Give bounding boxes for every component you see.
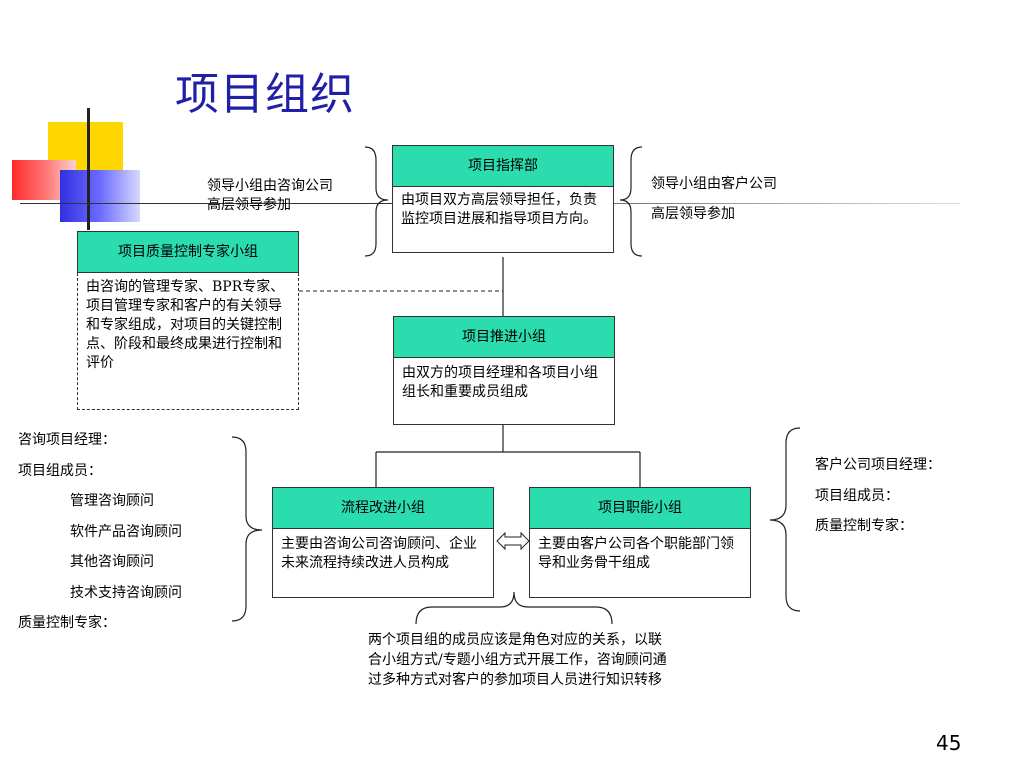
decorative-vertical-line (87, 108, 90, 230)
node-promotion-group: 项目推进小组 由双方的项目经理和各项目小组组长和重要成员组成 (393, 316, 615, 425)
list-item: 项目组成员： (18, 462, 102, 479)
list-item: 其他咨询顾问 (70, 554, 154, 570)
node-header: 流程改进小组 (272, 487, 494, 529)
node-body: 由咨询的管理专家、BPR专家、项目管理专家和客户的有关领导和专家组成，对项目的关… (77, 273, 299, 410)
list-item: 技术支持咨询顾问 (70, 584, 182, 601)
list-item: 客户公司项目经理： (815, 457, 941, 473)
node-header: 项目质量控制专家小组 (77, 231, 299, 273)
node-steering-committee: 项目指挥部 由项目双方高层领导担任，负责监控项目进展和指导项目方向。 (392, 145, 614, 253)
node-body: 由项目双方高层领导担任，负责监控项目进展和指导项目方向。 (392, 187, 614, 253)
list-item: 质量控制专家： (18, 615, 116, 631)
node-header: 项目推进小组 (393, 316, 615, 358)
node-functional-group: 项目职能小组 主要由客户公司各个职能部门领导和业务骨干组成 (529, 487, 751, 598)
list-item: 咨询项目经理： (18, 432, 116, 448)
annotation-consulting-leadership: 领导小组由咨询公司 高层领导参加 (207, 177, 333, 215)
consulting-team-list: 咨询项目经理： 项目组成员： 管理咨询顾问 软件产品咨询顾问 其他咨询顾问 技术… (18, 425, 182, 639)
node-header: 项目职能小组 (529, 487, 751, 529)
page-number: 45 (936, 731, 962, 755)
client-team-list: 客户公司项目经理： 项目组成员： 质量控制专家： (815, 450, 941, 542)
list-item: 软件产品咨询顾问 (70, 523, 182, 540)
annotation-line: 领导小组由客户公司 (651, 176, 777, 192)
node-body: 主要由客户公司各个职能部门领导和业务骨干组成 (529, 529, 751, 598)
node-body: 由双方的项目经理和各项目小组组长和重要成员组成 (393, 358, 615, 425)
annotation-line: 高层领导参加 (207, 197, 291, 213)
node-header: 项目指挥部 (392, 145, 614, 187)
node-body: 主要由咨询公司咨询顾问、企业未来流程持续改进人员构成 (272, 529, 494, 598)
slide-title: 项目组织 (175, 69, 355, 120)
annotation-client-leadership: 领导小组由客户公司 高层领导参加 (651, 169, 777, 229)
annotation-line: 高层领导参加 (651, 206, 735, 222)
node-quality-control-group: 项目质量控制专家小组 由咨询的管理专家、BPR专家、项目管理专家和客户的有关领导… (77, 231, 299, 410)
list-item: 项目组成员： (815, 487, 899, 504)
decorative-blue-square (60, 170, 140, 222)
list-item: 管理咨询顾问 (70, 493, 154, 509)
bottom-note: 两个项目组的成员应该是角色对应的关系，以联合小组方式/专题小组方式开展工作，咨询… (368, 632, 667, 688)
annotation-line: 领导小组由咨询公司 (207, 178, 333, 194)
node-process-improvement-group: 流程改进小组 主要由咨询公司咨询顾问、企业未来流程持续改进人员构成 (272, 487, 494, 598)
list-item: 质量控制专家： (815, 518, 913, 534)
